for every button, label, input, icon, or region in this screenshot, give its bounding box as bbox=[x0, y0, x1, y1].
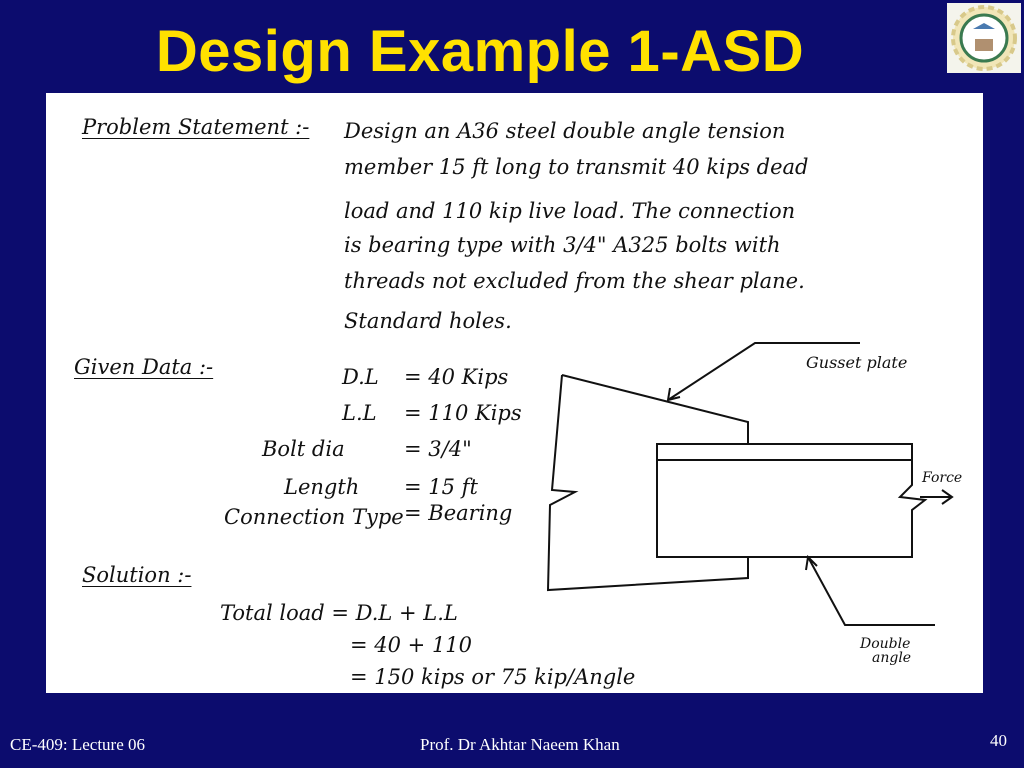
footer-course: CE-409: Lecture 06 bbox=[10, 735, 146, 754]
given-heading: Given Data :- bbox=[74, 355, 214, 379]
given-value: = 110 Kips bbox=[404, 401, 522, 425]
page-number: 40 bbox=[990, 731, 1007, 750]
given-value: = 15 ft bbox=[404, 475, 478, 499]
given-label: Connection Type bbox=[224, 505, 404, 529]
problem-line: threads not excluded from the shear plan… bbox=[344, 269, 805, 293]
given-label: Bolt dia bbox=[262, 437, 345, 461]
gusset-plate-top-edge bbox=[561, 374, 749, 444]
solution-line: = 40 + 110 bbox=[350, 633, 473, 657]
angle-label-1: Double bbox=[859, 636, 910, 652]
solution-heading: Solution :- bbox=[82, 563, 192, 587]
solution-line: Total load = D.L + L.L bbox=[220, 601, 458, 625]
given-value: = Bearing bbox=[404, 501, 513, 525]
problem-line: Standard holes. bbox=[344, 309, 512, 333]
connection-diagram: Gusset plate Force Double angle bbox=[546, 342, 962, 666]
problem-line: load and 110 kip live load. The connecti… bbox=[344, 199, 796, 223]
given-label: D.L bbox=[342, 365, 379, 389]
given-value: = 40 Kips bbox=[404, 365, 509, 389]
given-value: = 3/4" bbox=[404, 437, 472, 461]
gusset-label: Gusset plate bbox=[806, 353, 907, 372]
angle-label-2: angle bbox=[872, 650, 911, 666]
double-angle-outline bbox=[656, 443, 928, 558]
handwritten-notes-image: Problem Statement :- Design an A36 steel… bbox=[46, 93, 983, 693]
university-logo bbox=[947, 3, 1021, 73]
solution-line: = 150 kips or 75 kip/Angle bbox=[350, 665, 636, 689]
problem-line: member 15 ft long to transmit 40 kips de… bbox=[344, 155, 809, 179]
given-label: Length bbox=[284, 475, 360, 499]
force-arrow-icon bbox=[920, 489, 954, 505]
force-label: Force bbox=[921, 470, 962, 486]
gusset-plate-left-edge bbox=[546, 374, 749, 592]
given-label: L.L bbox=[342, 401, 377, 425]
angle-pointer-arrow bbox=[805, 554, 935, 626]
problem-line: Design an A36 steel double angle tension bbox=[344, 119, 786, 143]
problem-line: is bearing type with 3/4" A325 bolts wit… bbox=[344, 233, 781, 257]
problem-heading: Problem Statement :- bbox=[82, 115, 310, 139]
gusset-pointer-arrow bbox=[666, 342, 860, 402]
slide-title: Design Example 1-ASD bbox=[155, 19, 805, 84]
footer-author: Prof. Dr Akhtar Naeem Khan bbox=[420, 735, 620, 754]
